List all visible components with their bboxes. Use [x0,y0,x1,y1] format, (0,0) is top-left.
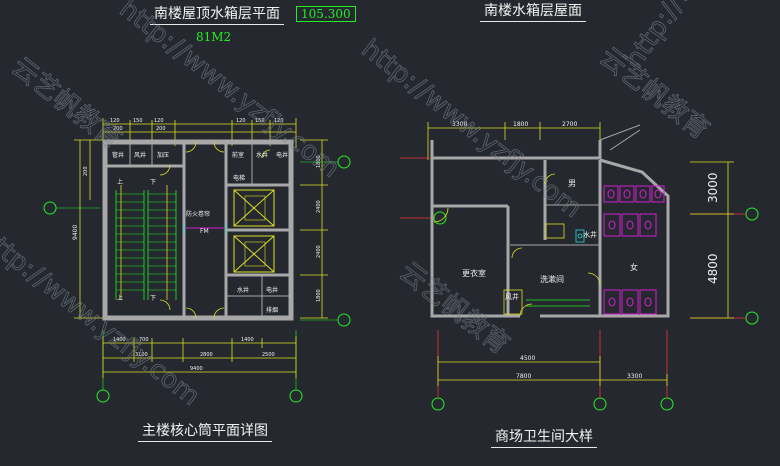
title-right-top: 南楼水箱层屋面 [480,0,586,22]
toilet-fixture [608,220,616,230]
left-dim-top-3: 120 [154,118,164,124]
room-label-front: FM [200,228,209,235]
watermark-url-4: http://www.yzfjy.com [619,0,780,74]
room-label-jiaya: 加压 [157,151,169,159]
left-dim-top-1: 120 [110,118,120,124]
toilet-fixture [644,220,652,230]
left-dim-top-5: 200 [156,126,166,132]
toilet-stall [603,185,619,203]
toilet-stall [651,185,665,203]
room-label-water-well: 水井 [583,230,597,239]
left-dim-top-2: 150 [133,118,143,124]
toilet-fixture [644,297,652,307]
right-dim-top-3: 2700 [562,121,577,128]
watermark-brand-1: 云艺帆教育 [6,52,127,156]
left-dim-right-3: 2400 [316,245,322,258]
left-dim-bottom-b2: 2800 [200,352,213,358]
right-dim-bottom-1: 4500 [520,355,535,362]
left-dim-bottom-b3: 2500 [262,352,275,358]
toilet-stall [603,213,621,237]
toilet-fixture [654,189,662,199]
right-dim-top-2: 1800 [513,121,528,128]
elevation-mark: 105.300 [296,6,356,22]
room-label-fire-door: 防火卷帘 [186,210,210,218]
toilet-stall [621,213,639,237]
title-right-bottom: 商场卫生间大样 [491,426,597,448]
stair-down-top: 下 [150,179,156,186]
right-dim-4800: 4800 [706,253,720,284]
left-dim-bottom-b1: 3100 [135,352,148,358]
toilet-stall [603,289,621,315]
toilet-stall [639,213,657,237]
room-label-top-r1: 前室 [232,151,244,159]
toilet-stall [639,289,657,315]
toilet-stall [619,185,635,203]
left-dim-bottom-a2: 700 [139,337,149,343]
stair-up-bottom: 上 [117,294,123,302]
toilet-fixture [607,189,615,199]
stair-down-bottom: 下 [150,295,156,302]
left-dim-top-6: 120 [236,118,246,124]
room-label-male: 男 [568,179,576,188]
left-dim-right-2: 2400 [316,200,322,213]
stair-up-top: 上 [117,178,123,186]
toilet-stall [635,185,651,203]
room-label-paiyan: 排烟 [266,306,278,314]
room-label-dianjing: 电井 [266,286,278,294]
toilet-fixture [626,297,634,307]
room-label-top-r2: 水井 [256,151,268,159]
room-label-lift: 电梯 [233,174,245,182]
toilet-fixture [626,220,634,230]
left-dim-right-4: 1800 [316,289,322,302]
room-label-female: 女 [630,262,638,272]
toilet-stall [621,289,639,315]
left-dim-top-4: 200 [113,126,123,132]
area-label: 81M2 [196,30,232,44]
toilet-fixture [639,189,647,199]
left-dim-top-8: 120 [274,118,284,124]
left-plan: 120 150 120 200 200 120 150 120 9400 200 [43,118,351,403]
room-label-wind-well: 风井 [505,292,519,301]
right-dim-bottom-2: 7800 [516,373,531,380]
room-label-locker: 更衣室 [462,268,486,278]
left-dim-vertical-small: 200 [83,166,89,176]
left-dim-total: 9400 [190,366,203,372]
toilet-fixture [608,297,616,307]
left-dim-right-1: 1800 [316,155,322,168]
left-dim-bottom-a3: 1400 [241,337,254,343]
left-dim-vertical: 9400 [72,225,79,240]
room-label-shuijing: 水井 [237,286,249,294]
right-dim-top-1: 3300 [452,121,467,128]
room-label-fengjing: 风井 [134,151,146,159]
watermark-layer: http://www.yzfjy.com http://www.yzfjy.co… [0,0,780,412]
room-label-guanjing: 管井 [112,151,124,159]
title-left-top: 南楼屋顶水箱层平面 [150,3,284,25]
title-left-bottom: 主楼核心筒平面详图 [138,420,272,442]
watermark-url-1: http://www.yzfjy.com [114,0,345,184]
room-label-top-r3: 电井 [276,151,288,159]
left-dim-top-7: 150 [255,118,265,124]
right-dim-3000: 3000 [706,172,720,203]
right-dim-bottom-3: 3300 [627,373,642,380]
toilet-fixture [623,189,631,199]
watermark-url-2: http://www.yzfjy.com [356,34,587,224]
left-dim-bottom-a1: 1400 [113,337,126,343]
watermark-brand-3: 云艺帆教育 [394,257,515,361]
room-label-wash: 洗漱间 [540,274,564,284]
right-plan: 3300 1800 2700 [400,121,759,411]
